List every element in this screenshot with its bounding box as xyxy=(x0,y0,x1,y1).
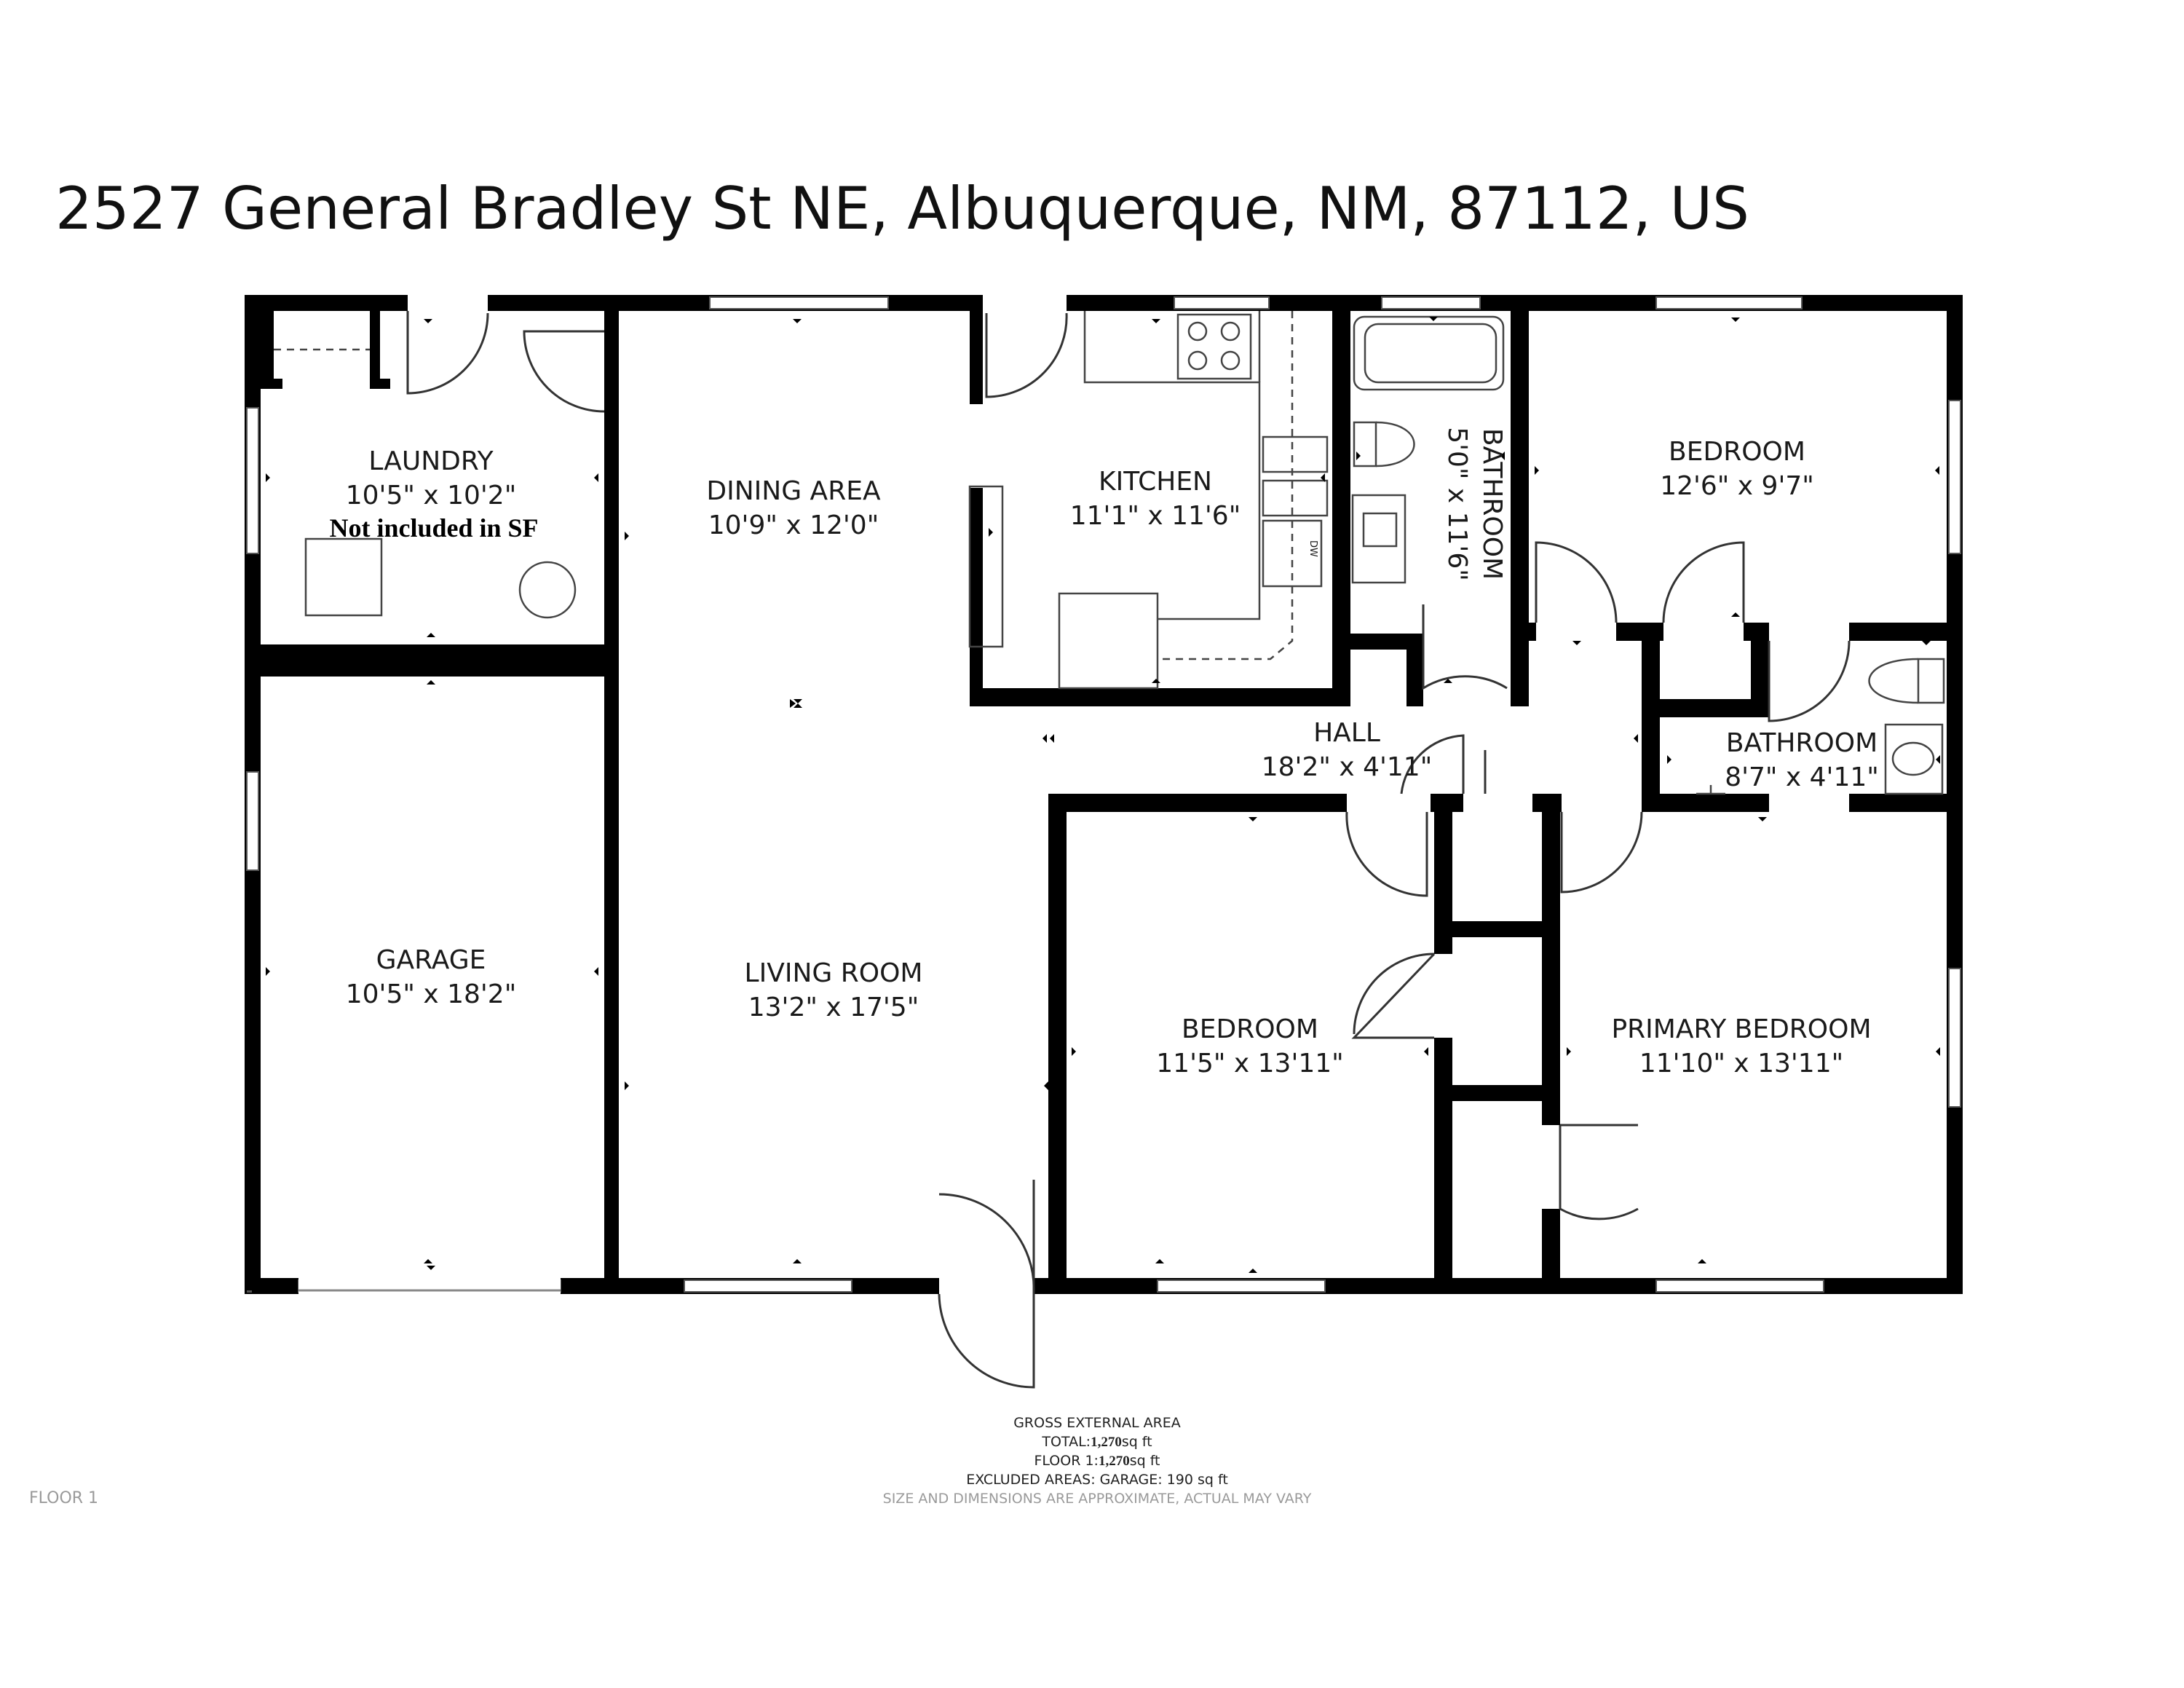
bedroom1-dims: 12'6" x 9'7" xyxy=(1660,471,1814,501)
hall-name: HALL xyxy=(1313,718,1380,748)
living-name: LIVING ROOM xyxy=(745,958,923,988)
floor-label: FLOOR 1 xyxy=(29,1489,98,1507)
fixtures xyxy=(274,311,1945,795)
garage-name: GARAGE xyxy=(376,945,486,975)
living-dims: 13'2" x 17'5" xyxy=(748,993,919,1022)
laundry-note: Not included in SF xyxy=(329,513,538,543)
property-address: 2527 General Bradley St NE, Albuquerque,… xyxy=(55,175,1749,242)
bath1-dims: 5'0" x 11'6" xyxy=(1442,427,1472,581)
bath2-name: BATHROOM xyxy=(1726,728,1878,758)
dimension-markers xyxy=(266,317,1940,1273)
kitchen-name: KITCHEN xyxy=(1099,467,1212,497)
area-summary: GROSS EXTERNAL AREA TOTAL:1,270sq ft FLO… xyxy=(883,1415,1312,1507)
room-labels: LAUNDRY 10'5" x 10'2" Not included in SF… xyxy=(329,427,1878,1078)
door-swings xyxy=(406,311,1851,1389)
dining-dims: 10'9" x 12'0" xyxy=(708,510,879,540)
laundry-dims: 10'5" x 10'2" xyxy=(346,481,517,510)
dining-name: DINING AREA xyxy=(706,476,881,506)
garage-dims: 10'5" x 18'2" xyxy=(346,979,517,1009)
bedroom2-name: BEDROOM xyxy=(1182,1014,1318,1044)
primary-bedroom-name: PRIMARY BEDROOM xyxy=(1611,1014,1871,1044)
door-openings xyxy=(408,295,1849,1294)
hall-dims: 18'2" x 4'11" xyxy=(1262,752,1433,782)
bedroom1-name: BEDROOM xyxy=(1669,437,1805,467)
garage-door-opening xyxy=(298,1278,561,1294)
summary-total: TOTAL:1,270sq ft xyxy=(1041,1434,1152,1450)
bath1-name: BATHROOM xyxy=(1477,428,1507,580)
laundry-name: LAUNDRY xyxy=(368,446,494,476)
summary-excluded: EXCLUDED AREAS: GARAGE: 190 sq ft xyxy=(966,1472,1228,1488)
bedroom2-dims: 11'5" x 13'11" xyxy=(1156,1049,1343,1078)
bath2-dims: 8'7" x 4'11" xyxy=(1725,762,1879,792)
dishwasher-label: DW xyxy=(1307,540,1318,557)
summary-floor: FLOOR 1:1,270sq ft xyxy=(1034,1453,1160,1469)
summary-disclaimer: SIZE AND DIMENSIONS ARE APPROXIMATE, ACT… xyxy=(883,1491,1312,1507)
summary-heading: GROSS EXTERNAL AREA xyxy=(1013,1415,1181,1431)
primary-bedroom-dims: 11'10" x 13'11" xyxy=(1639,1049,1843,1078)
kitchen-dims: 11'1" x 11'6" xyxy=(1070,501,1241,531)
